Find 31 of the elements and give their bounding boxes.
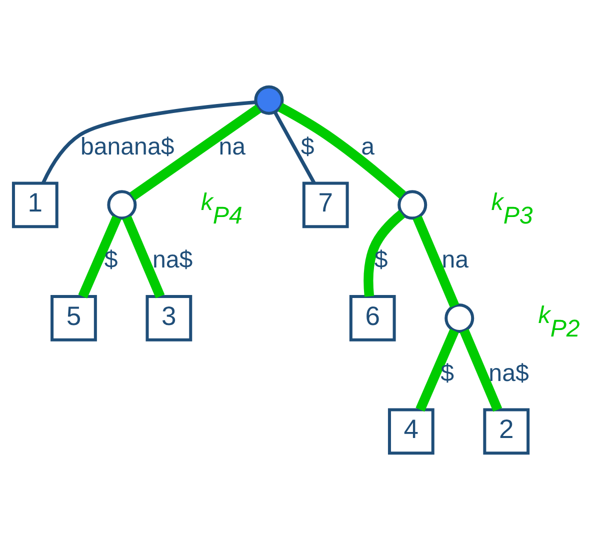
edge-label: na$ bbox=[152, 246, 193, 274]
node-box: 3 bbox=[146, 295, 192, 342]
edge-label: na$ bbox=[488, 360, 529, 387]
connector bbox=[78, 216, 122, 298]
node-circle bbox=[254, 85, 284, 115]
edge-label: $ bbox=[374, 246, 388, 274]
connector bbox=[416, 328, 459, 412]
node-box: 5 bbox=[50, 295, 97, 342]
connector bbox=[278, 103, 406, 199]
connector bbox=[42, 100, 256, 184]
edge-label: $ bbox=[440, 360, 454, 387]
connector bbox=[130, 104, 262, 200]
connector bbox=[460, 328, 502, 412]
connector bbox=[364, 210, 406, 297]
edge-label: $ bbox=[300, 133, 314, 160]
edge-label: banana$ bbox=[80, 133, 174, 160]
connector bbox=[412, 216, 460, 308]
connector bbox=[273, 111, 316, 184]
edge-label: na bbox=[442, 246, 469, 274]
connector bbox=[122, 216, 165, 298]
node-circle bbox=[107, 190, 137, 220]
node-box: 1 bbox=[12, 182, 58, 228]
edge-label: na bbox=[218, 133, 246, 160]
node-circle bbox=[398, 190, 428, 220]
node-box: 6 bbox=[349, 295, 396, 342]
node-box: 2 bbox=[483, 408, 530, 455]
node-box: 4 bbox=[388, 408, 434, 455]
edge-label: $ bbox=[104, 246, 118, 274]
node-circle bbox=[444, 303, 474, 333]
edge-label: a bbox=[361, 133, 374, 160]
node-box: 7 bbox=[302, 182, 349, 228]
